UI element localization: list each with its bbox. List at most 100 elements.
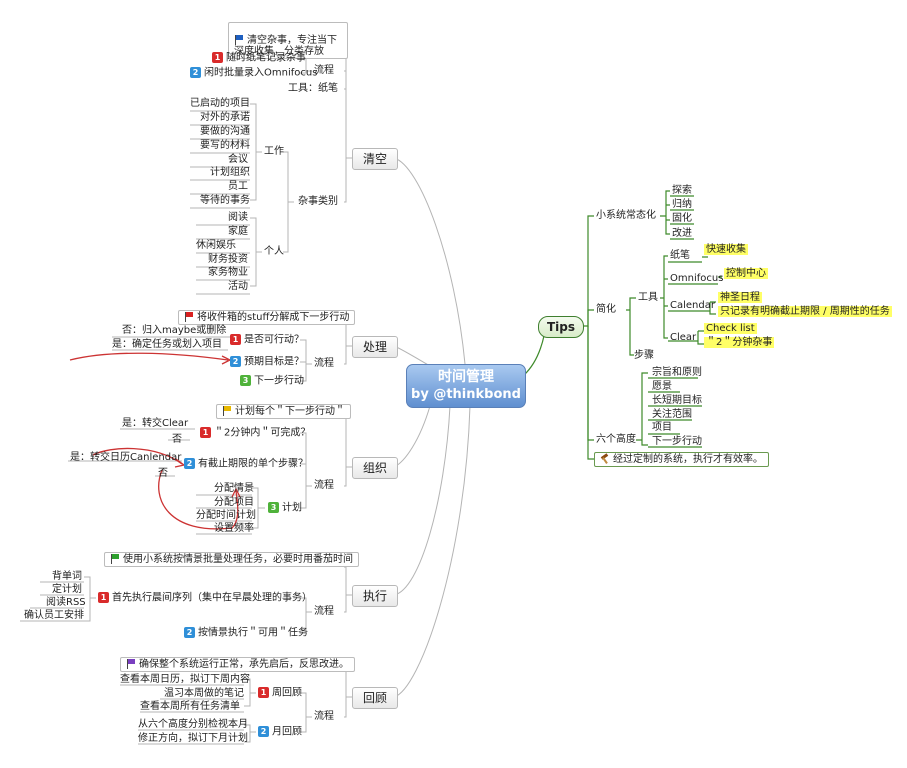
tool-name[interactable]: 纸笔 xyxy=(670,250,690,261)
flow-arrows xyxy=(69,352,241,530)
week-item[interactable]: 查看本周所有任务清单 xyxy=(140,701,240,712)
branch-zuzhi[interactable]: 组织 xyxy=(352,457,398,479)
branch-qingkong[interactable]: 清空 xyxy=(352,148,398,170)
chuli-note[interactable]: 将收件箱的stuff分解成下一步行动 xyxy=(178,310,356,325)
zuzhi-q2-yes[interactable]: 是：转交日历Canlendar xyxy=(70,452,182,463)
qingkong-categories[interactable]: 杂事类别 xyxy=(298,196,338,207)
plan-item[interactable]: 设置频率 xyxy=(214,523,254,534)
week-item[interactable]: 温习本周做的笔记 xyxy=(164,688,244,699)
morning-item[interactable]: 确认员工安排 xyxy=(24,610,84,621)
tips-six-heights[interactable]: 六个高度 xyxy=(596,434,636,445)
blue-flag-icon xyxy=(234,35,244,45)
small-item[interactable]: 归纳 xyxy=(672,199,692,210)
work-item[interactable]: 要写的材料 xyxy=(200,140,250,151)
small-item[interactable]: 固化 xyxy=(672,213,692,224)
priority-2-icon: 2 xyxy=(230,356,241,367)
height-item[interactable]: 愿景 xyxy=(652,381,672,392)
work-item[interactable]: 员工 xyxy=(228,181,248,192)
personal-item[interactable]: 阅读 xyxy=(228,212,248,223)
central-topic[interactable]: 时间管理 by @thinkbond xyxy=(406,364,526,408)
purple-flag-icon xyxy=(126,659,136,669)
qingkong-note[interactable]: 清空杂事，专注当下 深度收集，分类存放 xyxy=(228,22,348,59)
height-item[interactable]: 下一步行动 xyxy=(652,436,702,447)
month-item[interactable]: 从六个高度分别检视本月 xyxy=(138,719,248,730)
tool-note[interactable]: 控制中心 xyxy=(724,268,768,279)
work-item[interactable]: 等待的事务 xyxy=(200,195,250,206)
tool-name[interactable]: Calendar xyxy=(670,300,715,311)
tips-final-note[interactable]: 经过定制的系统，执行才有效率。 xyxy=(594,452,769,467)
priority-2-icon: 2 xyxy=(258,726,269,737)
chuli-q1-no[interactable]: 否：归入maybe或删除 xyxy=(122,325,227,336)
height-item[interactable]: 长短期目标 xyxy=(652,395,702,406)
personal-item[interactable]: 家务物业 xyxy=(208,267,248,278)
morning-item[interactable]: 定计划 xyxy=(52,584,82,595)
work-item[interactable]: 对外的承诺 xyxy=(200,112,250,123)
tool-name[interactable]: Clear xyxy=(670,332,697,343)
height-item[interactable]: 项目 xyxy=(652,422,672,433)
zuzhi-flow-label[interactable]: 流程 xyxy=(314,480,334,491)
tips-tools[interactable]: 工具 xyxy=(638,292,658,303)
qingkong-flow-label[interactable]: 流程 xyxy=(314,65,334,76)
work-item[interactable]: 会议 xyxy=(228,154,248,165)
tool-note[interactable]: 只记录有明确截止期限 / 周期性的任务 xyxy=(718,306,892,317)
tool-note[interactable]: ＂2＂分钟杂事 xyxy=(704,337,775,348)
green-flag-icon xyxy=(110,554,120,564)
red-flag-icon xyxy=(184,312,194,322)
week-item[interactable]: 查看本周日历，拟订下周内容 xyxy=(120,674,250,685)
work-item[interactable]: 计划组织 xyxy=(210,167,250,178)
zhixing-note[interactable]: 使用小系统按情景批量处理任务，必要时用番茄时间 xyxy=(104,552,359,567)
chuli-flow-label[interactable]: 流程 xyxy=(314,358,334,369)
huigu-flow-label[interactable]: 流程 xyxy=(314,711,334,722)
tips-steps[interactable]: 步骤 xyxy=(634,350,654,361)
small-item[interactable]: 探索 xyxy=(672,185,692,196)
zuzhi-note[interactable]: 计划每个＂下一步行动＂ xyxy=(216,404,351,419)
personal-item[interactable]: 活动 xyxy=(228,281,248,292)
small-item[interactable]: 改进 xyxy=(672,228,692,239)
tool-note[interactable]: Check list xyxy=(704,323,757,334)
priority-3-icon: 3 xyxy=(268,502,279,513)
height-item[interactable]: 关注范围 xyxy=(652,409,692,420)
plan-item[interactable]: 分配项目 xyxy=(214,497,254,508)
plan-item[interactable]: 分配时间计划 xyxy=(196,510,256,521)
work-item[interactable]: 已启动的项目 xyxy=(190,98,250,109)
qingkong-personal[interactable]: 个人 xyxy=(264,246,284,257)
height-item[interactable]: 宗旨和原则 xyxy=(652,367,702,378)
branch-chuli[interactable]: 处理 xyxy=(352,336,398,358)
personal-item[interactable]: 财务投资 xyxy=(208,254,248,265)
personal-item[interactable]: 休闲娱乐 xyxy=(196,240,236,251)
tool-name[interactable]: Omnifocus xyxy=(670,273,724,284)
chuli-q1-yes[interactable]: 是：确定任务或划入项目 xyxy=(112,339,222,350)
tips-small-system[interactable]: 小系统常态化 xyxy=(596,210,656,221)
month-item[interactable]: 修正方向，拟订下月计划 xyxy=(138,733,248,744)
branch-huigu[interactable]: 回顾 xyxy=(352,687,398,709)
plan-item[interactable]: 分配情景 xyxy=(214,483,254,494)
zuzhi-q1[interactable]: 1＂2分钟内＂可完成？ xyxy=(200,427,310,440)
zuzhi-q2-no[interactable]: 否 xyxy=(158,468,168,479)
tips-simplify[interactable]: 简化 xyxy=(596,304,616,315)
work-item[interactable]: 要做的沟通 xyxy=(200,126,250,137)
morning-item[interactable]: 背单词 xyxy=(52,571,82,582)
tool-note[interactable]: 神圣日程 xyxy=(718,292,762,303)
qingkong-tools[interactable]: 工具：纸笔 xyxy=(288,83,338,94)
zhixing-flow-label[interactable]: 流程 xyxy=(314,606,334,617)
qingkong-work[interactable]: 工作 xyxy=(264,146,284,157)
morning-item[interactable]: 阅读RSS xyxy=(46,597,86,608)
branch-zhixing[interactable]: 执行 xyxy=(352,585,398,607)
zuzhi-q1-yes[interactable]: 是：转交Clear xyxy=(122,418,189,429)
huigu-note[interactable]: 确保整个系统运行正常，承先启后，反思改进。 xyxy=(120,657,355,672)
branch-tips[interactable]: Tips xyxy=(538,316,584,338)
tool-note[interactable]: 快速收集 xyxy=(704,244,748,255)
personal-item[interactable]: 家庭 xyxy=(228,226,248,237)
zuzhi-q1-no[interactable]: 否 xyxy=(172,434,182,445)
